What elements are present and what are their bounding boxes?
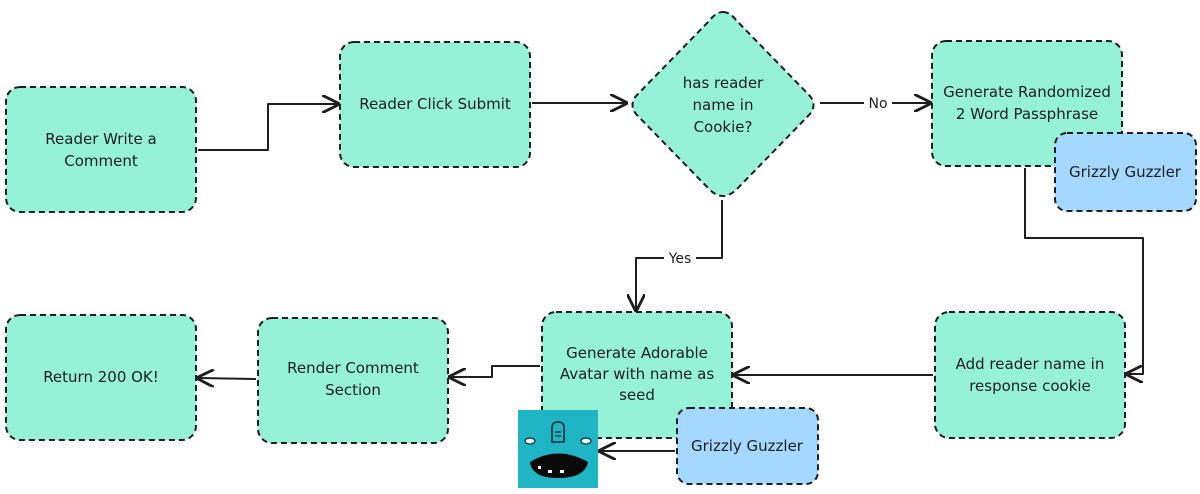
- svg-text:Return 200 OK!: Return 200 OK!: [43, 368, 159, 386]
- svg-text:Reader Click Submit: Reader Click Submit: [359, 95, 511, 113]
- svg-text:Grizzly Guzzler: Grizzly Guzzler: [1069, 163, 1182, 181]
- node-avatar-seed-example: Grizzly Guzzler: [676, 407, 819, 485]
- edge-label-no: No: [868, 96, 887, 112]
- node-passphrase-example: Grizzly Guzzler: [1054, 132, 1197, 212]
- svg-text:Grizzly Guzzler: Grizzly Guzzler: [691, 437, 804, 455]
- node-click-submit: Reader Click Submit: [339, 41, 531, 168]
- edge-avatar-to-render: [450, 365, 540, 377]
- edge-write-to-submit: [198, 104, 338, 151]
- edge-label-yes: Yes: [668, 251, 692, 267]
- node-return-ok: Return 200 OK!: [5, 314, 197, 441]
- avatar-image: [518, 410, 598, 488]
- edge-passphrase-to-cookie: [1024, 168, 1144, 374]
- edge-render-to-return: [198, 378, 257, 379]
